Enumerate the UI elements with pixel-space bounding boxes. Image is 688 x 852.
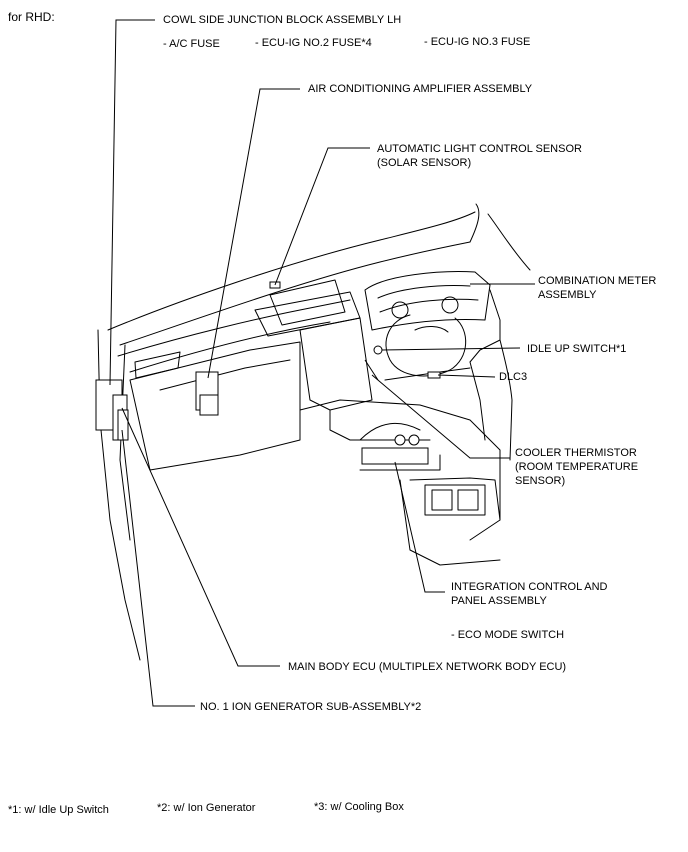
label-eco-mode-switch: - ECO MODE SWITCH	[451, 629, 565, 641]
footnote-ion-generator: *2: w/ Ion Generator	[157, 802, 256, 814]
ac-amplifier-connector	[199, 394, 219, 416]
diagram-region-title: for RHD:	[8, 10, 55, 24]
label-combination-meter-2: ASSEMBLY	[538, 289, 597, 301]
footnote-idle-up: *1: w/ Idle Up Switch	[8, 804, 109, 816]
label-dlc3: DLC3	[499, 371, 528, 383]
label-solar-sensor-2: (SOLAR SENSOR)	[377, 157, 472, 169]
label-integration-panel-2: PANEL ASSEMBLY	[451, 595, 547, 607]
label-cooler-thermistor-1: COOLER THERMISTOR	[515, 447, 637, 459]
label-cooler-thermistor-3: SENSOR)	[515, 475, 566, 487]
label-combination-meter-1: COMBINATION METER	[538, 275, 657, 287]
integration-panel-part	[361, 447, 429, 465]
label-ion-generator: NO. 1 ION GENERATOR SUB-ASSEMBLY*2	[200, 701, 422, 713]
label-ac-amplifier: AIR CONDITIONING AMPLIFIER ASSEMBLY	[308, 83, 533, 95]
panel-knob	[408, 434, 420, 446]
label-main-body-ecu: MAIN BODY ECU (MULTIPLEX NETWORK BODY EC…	[288, 661, 567, 673]
footnote-cooling-box: *3: w/ Cooling Box	[314, 801, 404, 813]
label-cooler-thermistor-2: (ROOM TEMPERATURE	[515, 461, 639, 473]
label-cowl-junction-block: COWL SIDE JUNCTION BLOCK ASSEMBLY LH	[163, 14, 402, 26]
leader-lines	[109, 19, 535, 707]
panel-knob	[394, 434, 406, 446]
cooler-thermistor-part	[364, 359, 379, 381]
dashboard-outline	[97, 203, 531, 661]
label-integration-panel-1: INTEGRATION CONTROL AND	[451, 581, 608, 593]
label-ecu-ig2-fuse: - ECU-IG NO.2 FUSE*4	[255, 37, 372, 49]
label-ecu-ig3-fuse: - ECU-IG NO.3 FUSE	[424, 36, 531, 48]
label-solar-sensor-1: AUTOMATIC LIGHT CONTROL SENSOR	[377, 143, 582, 155]
label-ac-fuse: - A/C FUSE	[163, 38, 220, 50]
label-idle-up-switch: IDLE UP SWITCH*1	[527, 343, 627, 355]
idle-up-switch-part	[373, 345, 383, 355]
